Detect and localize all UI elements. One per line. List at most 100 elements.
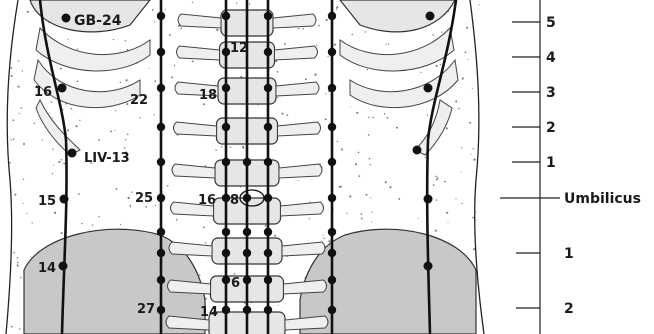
stipple-speck bbox=[61, 232, 63, 234]
label-16-mid: 16 bbox=[198, 193, 216, 208]
stipple-speck bbox=[234, 273, 236, 275]
point-right-199 bbox=[424, 195, 433, 204]
stipple-speck bbox=[385, 181, 387, 183]
stipple-speck bbox=[455, 198, 456, 199]
transverse-process bbox=[285, 316, 328, 330]
stipple-speck bbox=[349, 195, 351, 197]
stipple-speck bbox=[370, 164, 371, 165]
stipple-speck bbox=[249, 3, 250, 4]
stipple-speck bbox=[60, 68, 62, 70]
label-liv13: LIV-13 bbox=[84, 151, 130, 166]
transverse-process bbox=[282, 242, 325, 256]
stipple-speck bbox=[52, 173, 53, 174]
meridian-point bbox=[264, 276, 272, 284]
stipple-speck bbox=[360, 213, 362, 215]
stipple-speck bbox=[17, 257, 19, 259]
stipple-speck bbox=[371, 221, 372, 222]
point-gb-16 bbox=[58, 84, 67, 93]
transverse-process bbox=[284, 280, 327, 294]
stipple-speck bbox=[361, 218, 363, 220]
stipple-speck bbox=[9, 162, 11, 164]
stipple-speck bbox=[265, 225, 267, 227]
scale-label-umbilicus: Umbilicus bbox=[564, 191, 641, 207]
meridian-point bbox=[264, 84, 272, 92]
stipple-speck bbox=[216, 29, 218, 31]
stipple-speck bbox=[257, 105, 258, 106]
stipple-speck bbox=[19, 113, 20, 114]
stipple-speck bbox=[370, 198, 371, 199]
stipple-speck bbox=[113, 39, 114, 40]
stipple-speck bbox=[336, 8, 338, 10]
stipple-speck bbox=[316, 45, 317, 46]
stipple-speck bbox=[77, 80, 79, 82]
stipple-speck bbox=[127, 133, 129, 135]
stipple-speck bbox=[346, 213, 347, 214]
meridian-point bbox=[222, 276, 230, 284]
stipple-speck bbox=[356, 112, 358, 114]
meridian-point bbox=[222, 48, 230, 56]
stipple-speck bbox=[435, 230, 437, 232]
stipple-speck bbox=[52, 149, 53, 150]
transverse-process bbox=[279, 164, 322, 178]
stipple-speck bbox=[322, 235, 323, 236]
stipple-speck bbox=[167, 185, 169, 187]
meridian-point bbox=[264, 158, 272, 166]
meridian-point bbox=[243, 194, 251, 202]
stipple-speck bbox=[334, 44, 336, 46]
stipple-speck bbox=[441, 32, 442, 33]
cun-scale: 5 4 3 2 1 Umbilicus 1 2 bbox=[500, 0, 641, 334]
stipple-speck bbox=[14, 194, 16, 196]
meridian-point bbox=[157, 228, 165, 236]
stipple-speck bbox=[51, 117, 52, 118]
transverse-process bbox=[169, 242, 212, 256]
label-12: 12 bbox=[230, 41, 248, 56]
transverse-process bbox=[174, 122, 217, 136]
meridian-point bbox=[264, 12, 272, 20]
stipple-speck bbox=[174, 65, 175, 66]
stipple-speck bbox=[120, 82, 121, 83]
meridian-point bbox=[243, 158, 251, 166]
meridian-point bbox=[328, 249, 336, 257]
stipple-speck bbox=[326, 19, 328, 21]
stipple-speck bbox=[318, 25, 320, 27]
stipple-speck bbox=[328, 240, 330, 242]
stipple-speck bbox=[432, 34, 433, 35]
stipple-speck bbox=[176, 219, 178, 221]
stipple-speck bbox=[79, 120, 80, 121]
stipple-speck bbox=[58, 161, 60, 163]
stipple-speck bbox=[11, 75, 13, 77]
stipple-speck bbox=[358, 175, 360, 177]
stipple-speck bbox=[139, 117, 140, 118]
point-gb-15 bbox=[60, 195, 69, 204]
scale-label-1: 1 bbox=[546, 155, 556, 171]
stipple-speck bbox=[444, 181, 446, 183]
stipple-speck bbox=[460, 171, 461, 172]
stipple-speck bbox=[125, 139, 126, 140]
transverse-process bbox=[281, 202, 324, 216]
stipple-speck bbox=[145, 206, 147, 208]
stipple-speck bbox=[469, 122, 471, 124]
transverse-process bbox=[278, 122, 321, 136]
stipple-speck bbox=[336, 6, 338, 8]
stipple-speck bbox=[11, 326, 13, 328]
label-18: 18 bbox=[199, 88, 217, 103]
point-right-266 bbox=[424, 262, 433, 271]
stipple-speck bbox=[127, 49, 129, 51]
label-6: 6 bbox=[231, 276, 240, 291]
point-right-upper bbox=[426, 12, 435, 21]
label-8: 8 bbox=[230, 193, 239, 208]
label-25: 25 bbox=[135, 191, 153, 206]
meridian-point bbox=[243, 276, 251, 284]
stipple-speck bbox=[325, 118, 327, 120]
meridian-point bbox=[328, 158, 336, 166]
stipple-speck bbox=[448, 222, 449, 223]
stipple-speck bbox=[277, 305, 278, 306]
stipple-speck bbox=[464, 51, 466, 53]
stipple-speck bbox=[396, 127, 398, 129]
stipple-speck bbox=[420, 72, 421, 73]
stipple-speck bbox=[388, 43, 389, 44]
stipple-speck bbox=[215, 149, 216, 150]
label-14-left: 14 bbox=[38, 261, 56, 276]
stipple-speck bbox=[203, 227, 205, 229]
